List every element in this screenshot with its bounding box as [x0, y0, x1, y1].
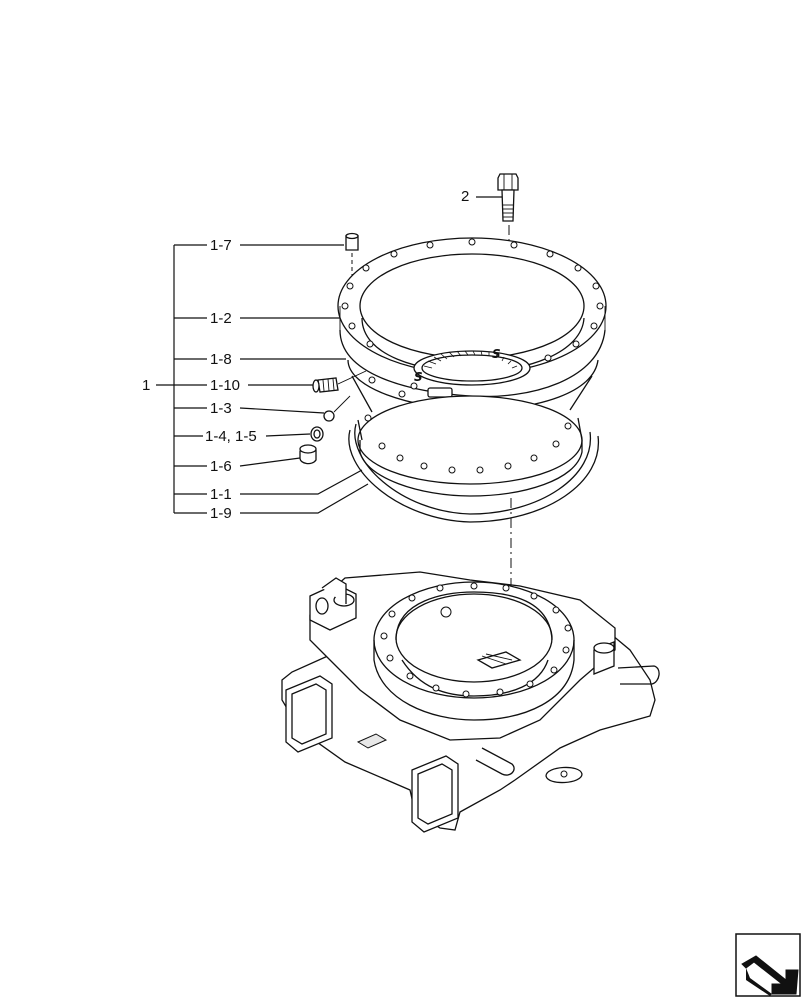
callout-1-7: 1-7 [210, 237, 232, 254]
bolt [497, 173, 519, 222]
callout-1: 1 [142, 377, 150, 394]
inner-ring [357, 395, 583, 497]
plug-washer [310, 426, 324, 442]
callout-1-4-1-5: 1-4, 1-5 [205, 428, 257, 445]
oring [348, 423, 599, 523]
outer-ring-holes [341, 238, 604, 362]
plug [299, 444, 317, 465]
next-page-arrow-icon[interactable] [735, 933, 801, 997]
frame-flange-holes [380, 582, 572, 698]
leader-lines [239, 196, 502, 514]
callout-1-3: 1-3 [210, 400, 232, 417]
callout-1-8: 1-8 [210, 351, 232, 368]
grease-port-plate [427, 387, 453, 398]
callout-1-9: 1-9 [210, 505, 232, 522]
outer-ring [337, 237, 607, 398]
callout-1-10: 1-10 [210, 377, 240, 394]
ring-mark-2: S [414, 370, 423, 384]
grease-nipple [312, 370, 367, 393]
pin [345, 232, 359, 251]
callout-1-6: 1-6 [210, 458, 232, 475]
callout-bracket [156, 244, 207, 514]
inner-ring-holes [364, 414, 572, 474]
callout-1-1: 1-1 [210, 486, 232, 503]
callout-1-2: 1-2 [210, 310, 232, 327]
ball [323, 410, 335, 422]
frame-flange [373, 581, 575, 721]
callout-2: 2 [461, 188, 469, 205]
gear-teeth [423, 350, 518, 369]
ball-leader [333, 395, 351, 413]
ring-mark-1: S [492, 347, 501, 361]
